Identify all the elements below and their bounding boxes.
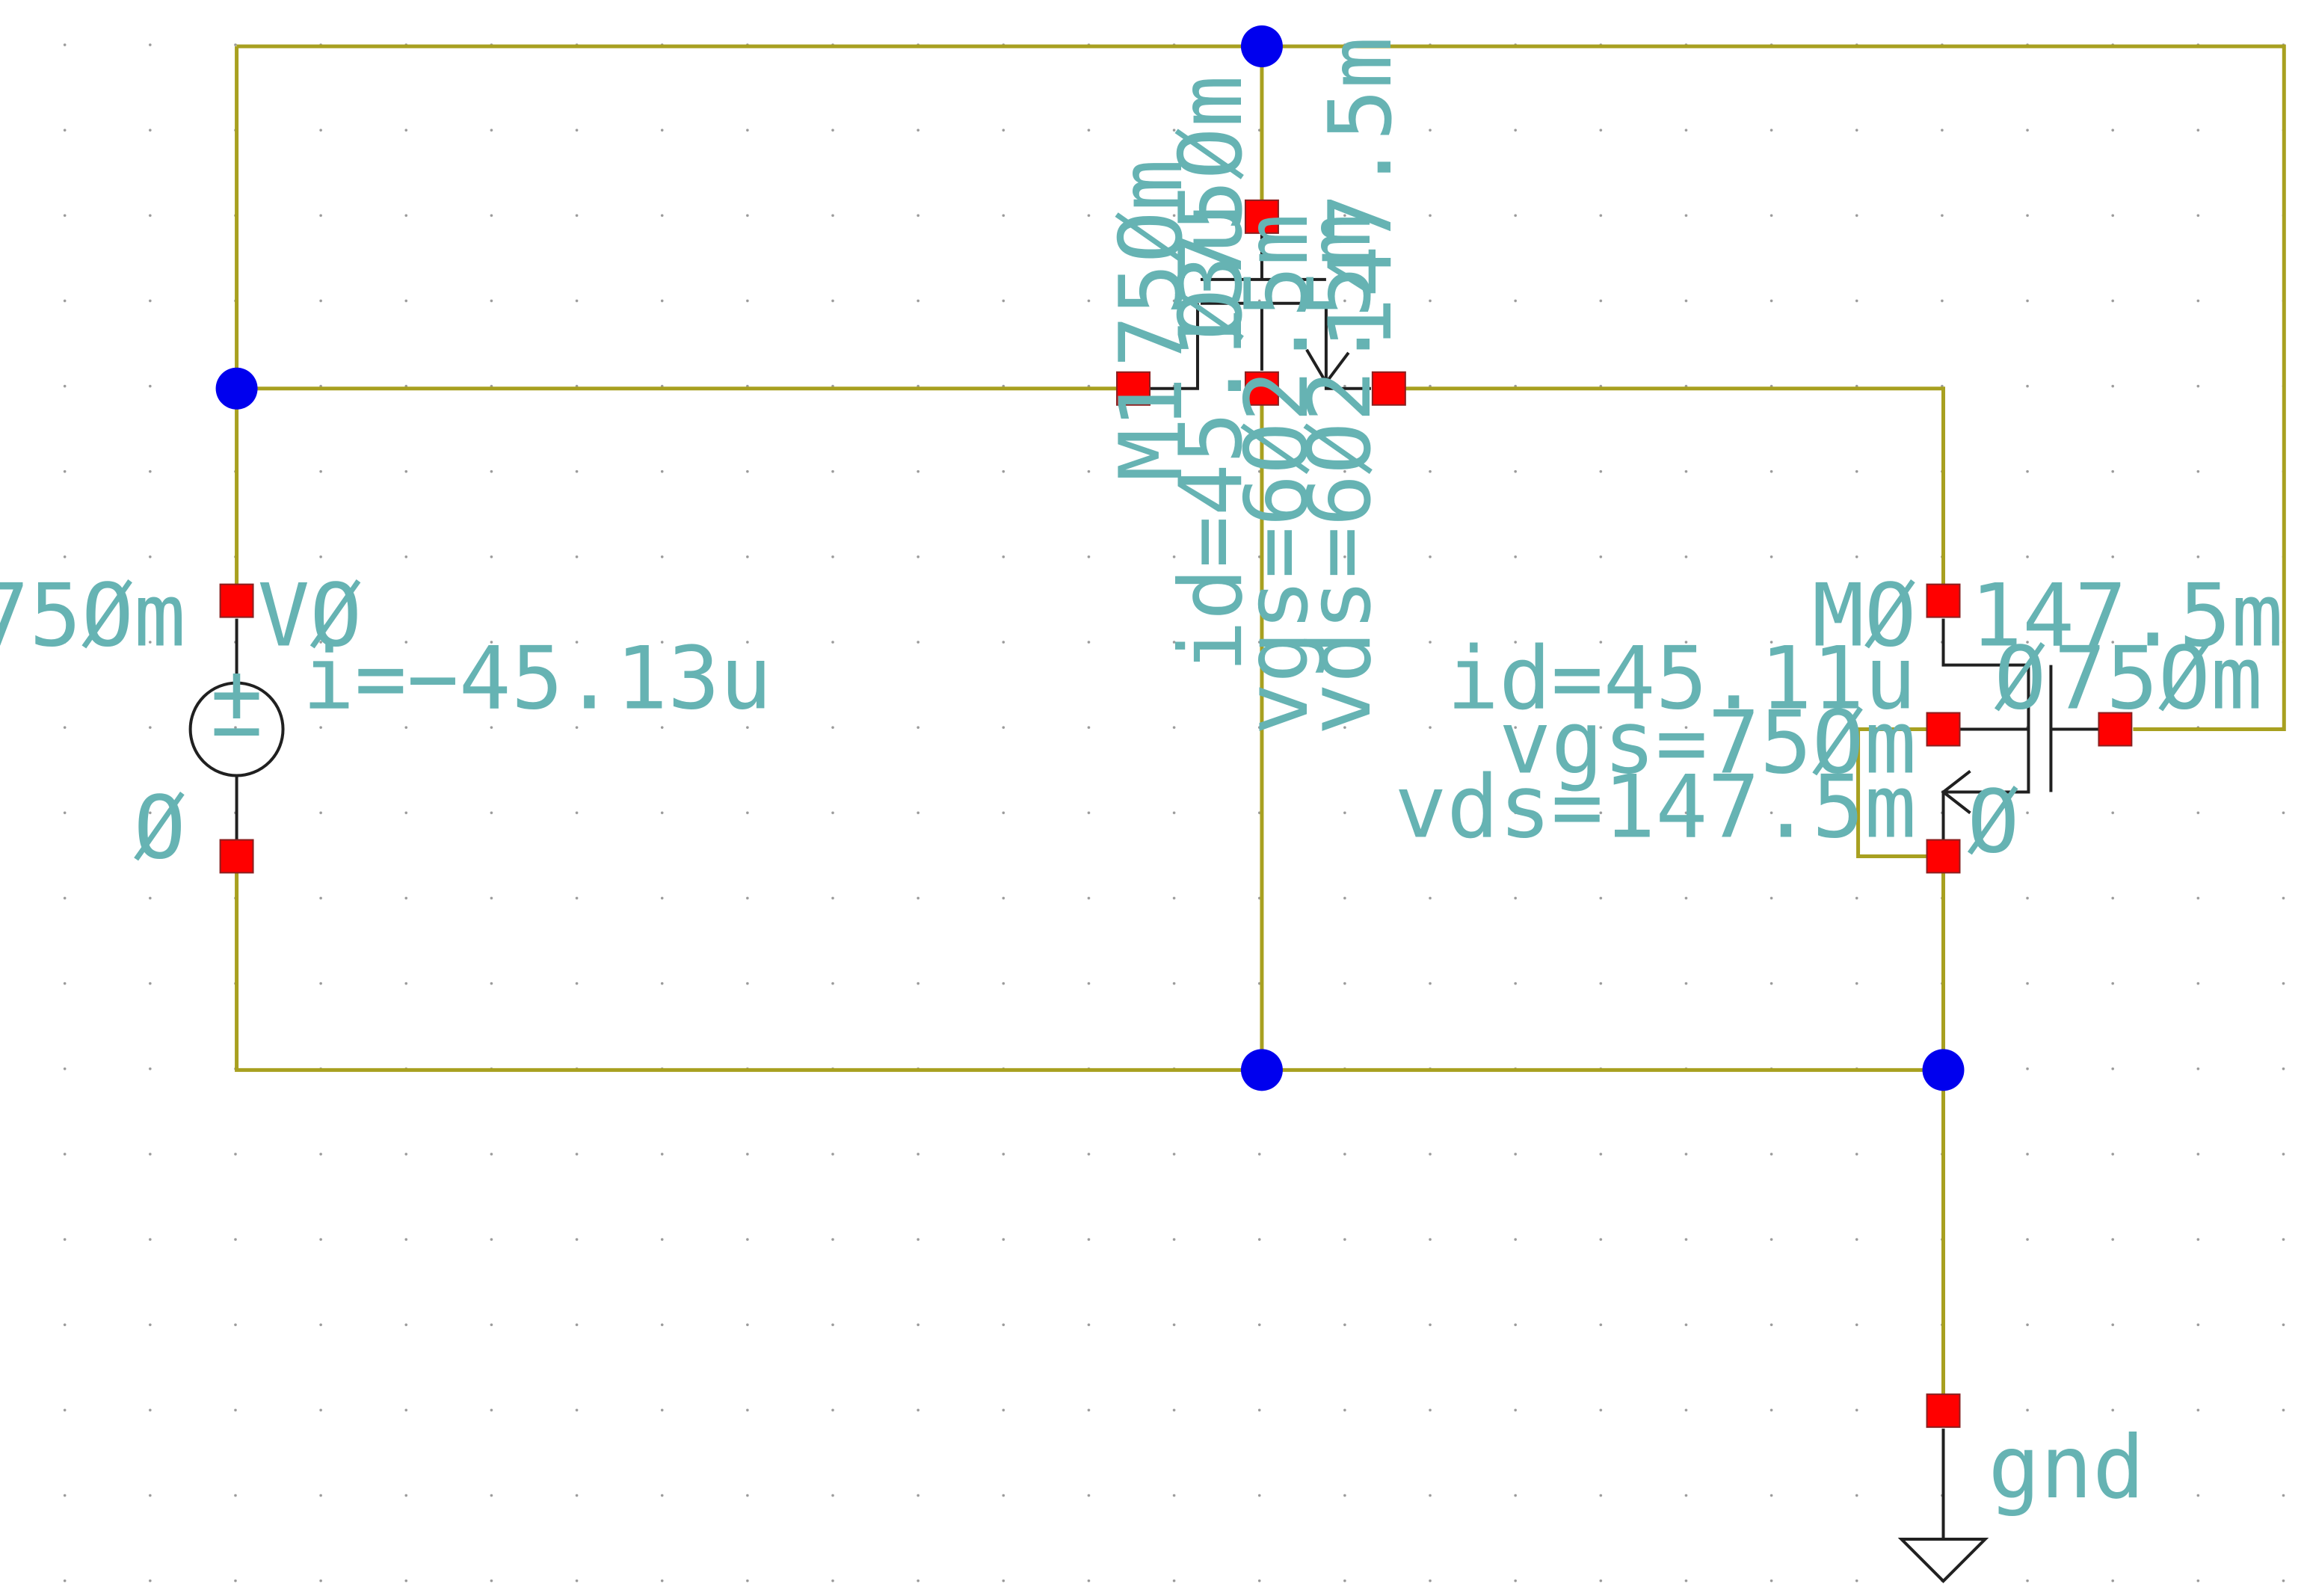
nmos-transistor-icon-m1[interactable] — [1133, 234, 1371, 390]
junction-left-gate[interactable] — [215, 367, 258, 410]
pin-m0-drain[interactable] — [1926, 583, 1961, 618]
wire-m1-source-to-m0-drain[interactable] — [1388, 386, 1946, 601]
v0-name-label: VØ — [258, 566, 363, 667]
gnd-label: gnd — [1988, 1417, 2144, 1518]
wire-v0-bottom[interactable] — [235, 856, 1944, 1072]
v0-minus-sign: − — [211, 680, 263, 780]
pin-m0-source[interactable] — [1926, 839, 1961, 874]
voltage-source-icon[interactable] — [188, 618, 285, 840]
junction-bottom-right[interactable] — [1922, 1049, 1965, 1091]
junction-top-center[interactable] — [1240, 25, 1283, 67]
m0-vgs-label: vgs=75Øm — [1499, 693, 1916, 794]
pin-m1-drain[interactable] — [1244, 199, 1279, 234]
pin-m1-gate[interactable] — [1116, 371, 1151, 406]
m0-id-label: id=45.11u — [1447, 629, 1916, 730]
m1-bulk-voltage-label: Ø — [1161, 289, 1262, 341]
m1-vds-label: vds=6Ø2.5m — [1290, 214, 1390, 736]
m0-drain-voltage-label: 147.5m — [1970, 566, 2283, 667]
pin-m0-gate[interactable] — [2098, 712, 2133, 747]
m1-drain-voltage-label: 75Øm — [1161, 76, 1262, 284]
junction-bottom-center[interactable] — [1240, 1049, 1283, 1091]
m1-id-label: id=45.13u — [1161, 203, 1262, 672]
v0-bottom-voltage-label: Ø — [134, 777, 186, 878]
ground-icon[interactable] — [1897, 1429, 1989, 1583]
pin-gnd[interactable] — [1926, 1393, 1961, 1429]
m0-source-voltage-label: Ø — [1967, 771, 2019, 872]
pin-v0-minus[interactable] — [219, 839, 254, 874]
pin-m1-bulk[interactable] — [1244, 371, 1279, 406]
m1-gate-voltage-label: 75Øm — [1101, 159, 1202, 368]
pin-v0-plus[interactable] — [219, 583, 254, 618]
m0-name-label: MØ — [1812, 566, 1917, 667]
m0-vds-label: vds=147.5m — [1395, 757, 1917, 857]
m0-gate-voltage-label: 75Øm — [2054, 629, 2262, 730]
v0-current-label: i=−45.13u — [303, 629, 772, 730]
m1-vgs-label: vgs=6Ø2.5m — [1227, 214, 1328, 736]
m0-bulk-voltage-label: Ø — [1994, 629, 2046, 730]
junctions — [215, 25, 1965, 1091]
m1-source-voltage-label: 147.5m — [1310, 37, 1411, 350]
pin-m0-bulk[interactable] — [1926, 712, 1961, 747]
pins — [219, 199, 2133, 1429]
nmos-transistor-icon-m0[interactable] — [1941, 618, 2101, 840]
v0-top-voltage-label: 75Øm — [0, 566, 186, 667]
wire-m0-bulk-loop[interactable] — [1856, 727, 1944, 858]
v0-plus-sign: + — [211, 644, 263, 745]
m1-name-label: M1 — [1101, 377, 1202, 481]
pin-m1-source[interactable] — [1371, 371, 1406, 406]
